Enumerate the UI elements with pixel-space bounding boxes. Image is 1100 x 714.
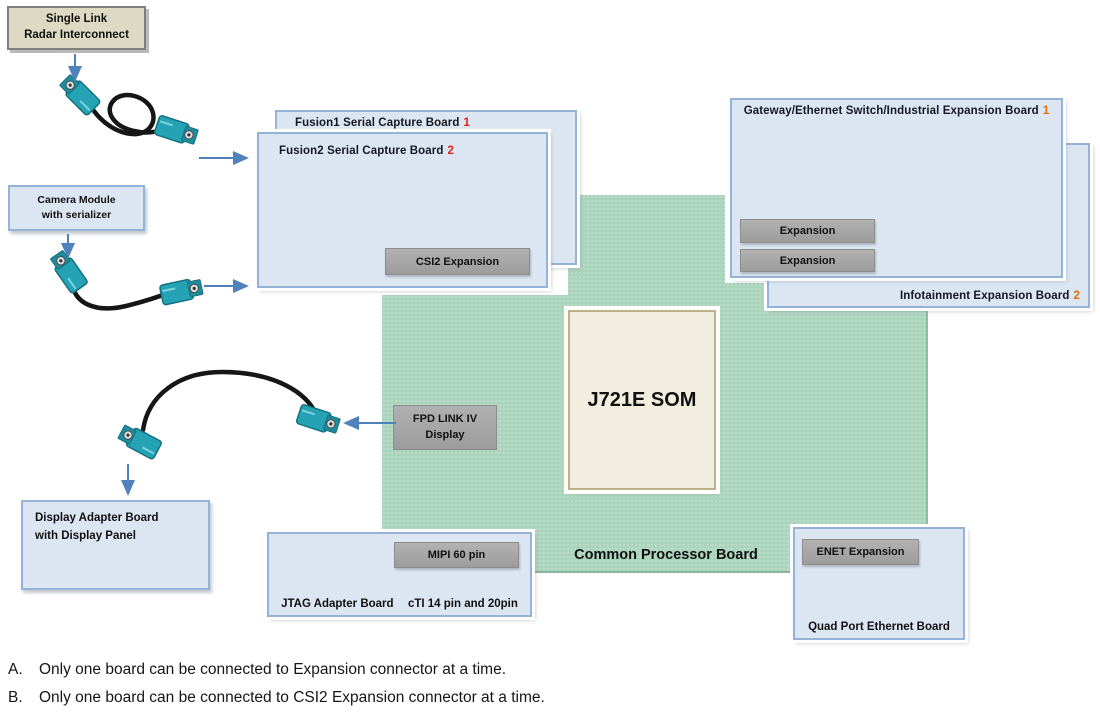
- gateway-board-number: 1: [1042, 105, 1050, 117]
- radar-interconnect-box: Single Link Radar Interconnect: [7, 6, 146, 50]
- gateway-title-text: Gateway/Ethernet Switch/Industrial Expan…: [743, 105, 1039, 117]
- fpd-connector-line1: FPD LINK IV: [412, 412, 478, 425]
- camera-module-box: Camera Module with serializer: [8, 185, 145, 231]
- mipi-60pin-label: MIPI 60 pin: [427, 549, 486, 561]
- mipi-60pin-connector: MIPI 60 pin: [394, 542, 519, 568]
- note-a-text: Only one board can be connected to Expan…: [39, 661, 507, 678]
- jtag-board-detail: cTI 14 pin and 20pin: [407, 598, 518, 610]
- jtag-board-label: JTAG Adapter Board cTI 14 pin and 20pin: [269, 598, 530, 610]
- display-adapter-board: Display Adapter Board with Display Panel: [21, 500, 210, 590]
- infotainment-title-text: Infotainment Expansion Board: [899, 290, 1070, 302]
- enet-expansion-connector: ENET Expansion: [802, 539, 919, 565]
- j721e-som-module: J721E SOM: [568, 310, 716, 490]
- jtag-board-name: JTAG Adapter Board: [281, 598, 394, 610]
- csi2-expansion-label: CSI2 Expansion: [415, 255, 500, 268]
- camera-box-line2: with serializer: [41, 209, 112, 221]
- fpd-link-display-connector: FPD LINK IV Display: [393, 405, 497, 450]
- quad-port-ethernet-board: ENET Expansion Quad Port Ethernet Board: [793, 527, 965, 640]
- note-a-letter: A.: [8, 661, 23, 678]
- fakra-connector-icon: [47, 247, 90, 295]
- display-cable-icon: [115, 369, 343, 461]
- jtag-adapter-board: MIPI 60 pin JTAG Adapter Board cTI 14 pi…: [267, 532, 532, 617]
- expansion-connector-1-label: Expansion: [779, 225, 836, 237]
- expansion-connector-2-label: Expansion: [779, 254, 836, 267]
- fusion1-title-text: Fusion1 Serial Capture Board: [295, 117, 460, 129]
- common-processor-board-label: Common Processor Board: [574, 547, 758, 563]
- enet-expansion-label: ENET Expansion: [816, 546, 905, 558]
- csi2-expansion-connector: CSI2 Expansion: [385, 248, 530, 275]
- infotainment-board-number: 2: [1073, 290, 1080, 302]
- fusion2-board-number: 2: [447, 145, 454, 157]
- camera-box-line1: Camera Module: [37, 194, 116, 207]
- gateway-expansion-board: Gateway/Ethernet Switch/Industrial Expan…: [730, 98, 1063, 278]
- display-adapter-line1: Display Adapter Board: [35, 512, 159, 524]
- note-b: B. Only one board can be connected to CS…: [8, 689, 948, 707]
- radar-box-line1: Single Link: [45, 13, 108, 26]
- fakra-connector-icon: [294, 403, 343, 437]
- expansion-connector-2: Expansion: [740, 249, 875, 272]
- fakra-connector-icon: [56, 71, 102, 117]
- fusion2-title-text: Fusion2 Serial Capture Board: [279, 145, 444, 157]
- radar-box-line2: Radar Interconnect: [24, 29, 129, 41]
- note-b-letter: B.: [8, 689, 23, 706]
- expansion-connector-1: Expansion: [740, 219, 875, 243]
- gateway-board-title: Gateway/Ethernet Switch/Industrial Expan…: [732, 105, 1061, 117]
- fakra-connector-icon: [152, 114, 201, 148]
- fpd-connector-line2: Display: [425, 428, 465, 441]
- quad-port-board-name: Quad Port Ethernet Board: [808, 621, 950, 633]
- radar-cable-icon: [56, 71, 201, 148]
- j721e-som-label: J721E SOM: [587, 388, 697, 411]
- note-b-text: Only one board can be connected to CSI2 …: [39, 689, 545, 706]
- quad-port-board-label: Quad Port Ethernet Board: [795, 621, 963, 633]
- footnotes: A. Only one board can be connected to Ex…: [8, 661, 948, 714]
- fakra-connector-icon: [115, 421, 164, 461]
- fusion1-board-number: 1: [463, 117, 470, 129]
- display-adapter-line2: with Display Panel: [35, 529, 136, 542]
- note-a: A. Only one board can be connected to Ex…: [8, 661, 948, 679]
- fakra-connector-icon: [158, 276, 205, 307]
- camera-cable-icon: [47, 247, 205, 311]
